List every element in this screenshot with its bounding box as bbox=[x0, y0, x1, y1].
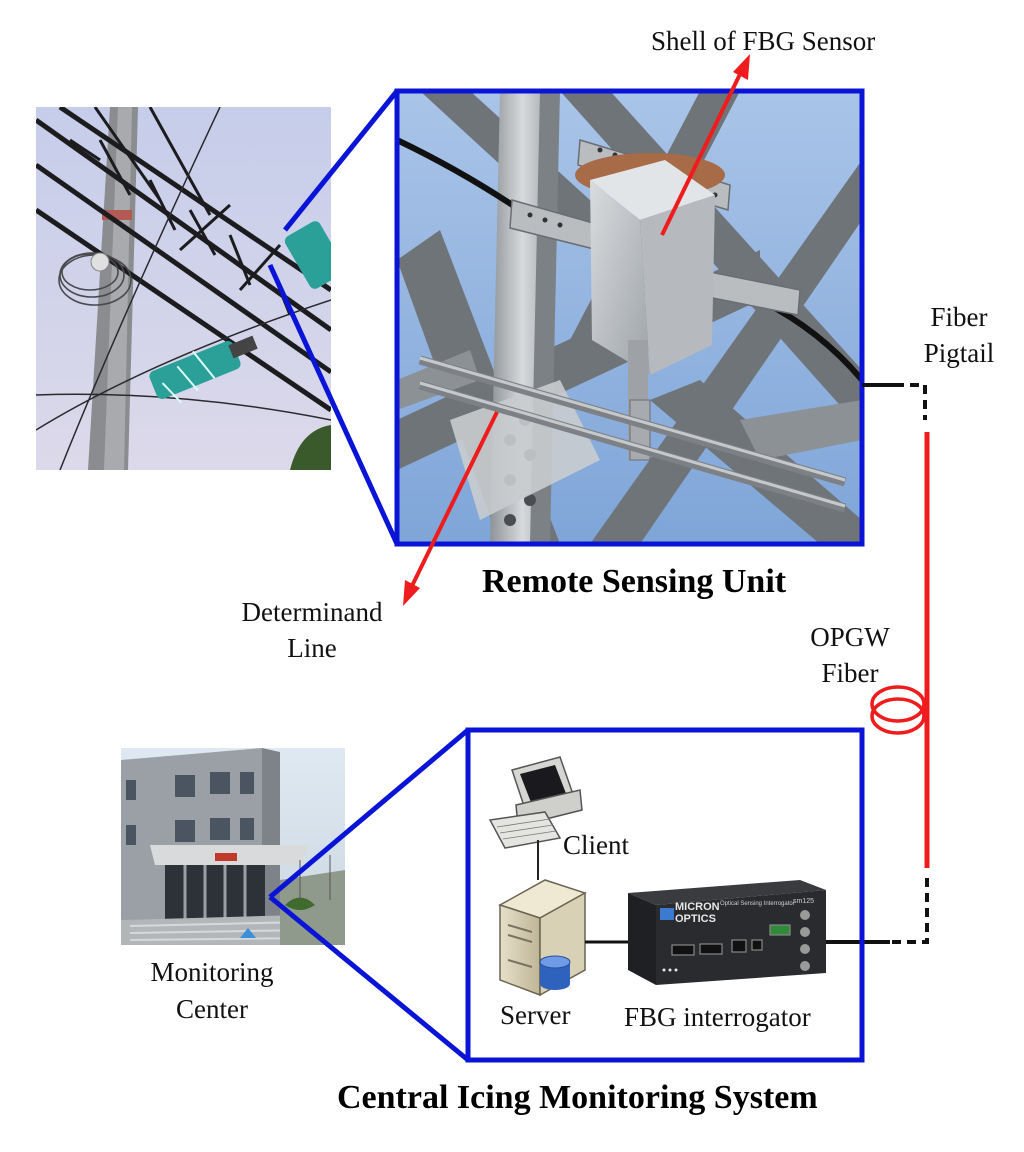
client-computer-icon bbox=[488, 756, 583, 880]
label-server: Server bbox=[500, 1000, 571, 1030]
label-fiber-pigtail-line-1: Fiber bbox=[930, 302, 988, 332]
fiber-pigtail-top bbox=[862, 383, 927, 420]
label-fbg-interrogator: FBG interrogator bbox=[624, 1002, 811, 1032]
title-remote-sensing-unit: Remote Sensing Unit bbox=[482, 563, 787, 600]
label-shell-of-fbg-sensor: Shell of FBG Sensor bbox=[651, 26, 876, 56]
building-photo bbox=[121, 748, 345, 945]
label-monitoring-center-line-2: Center bbox=[176, 994, 248, 1024]
central-zoom-frame bbox=[465, 727, 865, 1063]
sensor-photo bbox=[397, 91, 862, 544]
determinand-arrow bbox=[403, 411, 499, 606]
label-opgw-fiber-line-1: OPGW bbox=[810, 622, 890, 652]
central-zoom-connectors bbox=[268, 728, 470, 1062]
label-opgw-fiber-line-2: Fiber bbox=[821, 658, 879, 688]
sensor-zoom-frame bbox=[394, 88, 865, 547]
server-icon bbox=[498, 879, 587, 997]
fbg-interrogator-device bbox=[628, 880, 826, 985]
tower-photo bbox=[36, 107, 331, 470]
opgw-coil bbox=[870, 685, 926, 735]
sensor-zoom-connectors bbox=[267, 89, 400, 546]
interrogator-brand-line-1: MICRON bbox=[675, 901, 720, 913]
label-monitoring-center-line-1: Monitoring bbox=[150, 957, 274, 987]
interrogator-model-number: sm125 bbox=[793, 898, 815, 905]
fiber-pigtail-bottom bbox=[826, 878, 929, 944]
label-determinand-line-1: Determinand bbox=[241, 597, 383, 627]
label-determinand-line-2: Line bbox=[287, 633, 337, 663]
title-central-icing-monitoring-system: Central Icing Monitoring System bbox=[337, 1079, 818, 1116]
interrogator-brand-line-2: OPTICS bbox=[675, 913, 716, 925]
shell-arrow bbox=[660, 54, 750, 236]
interrogator-model-text: Optical Sensing Interrogator bbox=[720, 901, 795, 907]
label-client: Client bbox=[563, 830, 629, 860]
label-fiber-pigtail-line-2: Pigtail bbox=[923, 338, 995, 368]
